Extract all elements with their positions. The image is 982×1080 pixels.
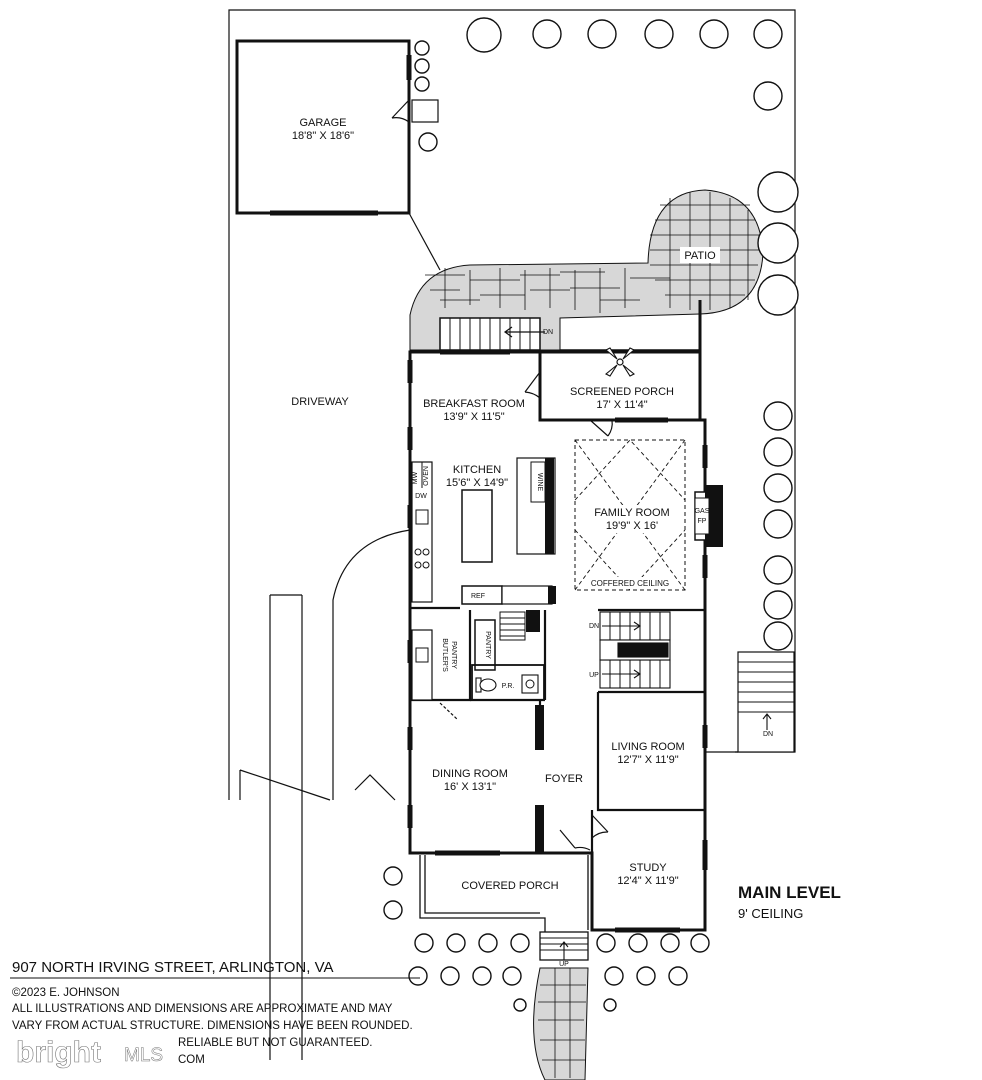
living-room-name: LIVING ROOM: [611, 741, 684, 753]
front-walkway: [533, 967, 589, 1080]
dining-room-dims: 16' X 13'1": [444, 781, 496, 793]
family-room-dims: 19'9" X 16': [606, 520, 658, 532]
cooktop-icon: [414, 548, 430, 569]
garage-side-door: [411, 99, 439, 123]
study-door: [591, 814, 609, 839]
wall-column-1: [535, 705, 544, 750]
garage-dims: 18'8" X 18'6": [292, 130, 354, 142]
butlers-pantry-line1: BUTLER'S: [441, 638, 448, 672]
basement-stairs-small: [499, 611, 526, 641]
living-room-dims: 12'7" X 11'9": [617, 754, 678, 766]
covered-porch-label: COVERED PORCH: [461, 880, 558, 892]
porch-to-family-door: [589, 419, 613, 437]
breakfast-room-name: BREAKFAST ROOM: [423, 398, 525, 410]
wine-label: WINE: [536, 473, 543, 492]
stairs-dn-label: DN: [589, 623, 599, 630]
patio-label: PATIO: [684, 250, 716, 262]
butlers-pantry-counter: [411, 629, 433, 701]
screened-porch-name: SCREENED PORCH: [570, 386, 674, 398]
side-step-arrow: [762, 713, 772, 730]
coffered-ceiling: [574, 439, 686, 591]
driveway-strips: [269, 594, 303, 1060]
walkway-pattern: [538, 968, 586, 1078]
screened-porch-dims: 17' X 11'4": [596, 399, 647, 411]
butlers-pantry-line2: PANTRY: [450, 641, 457, 669]
powder-room: [471, 664, 545, 701]
fireplace-opening: [694, 497, 710, 535]
trees: [383, 17, 799, 1012]
toilet-icon: [475, 677, 497, 693]
oven-label: OVEN: [423, 466, 430, 486]
stairs-up-arrow: [602, 669, 641, 679]
main-level-title: MAIN LEVEL: [738, 883, 841, 902]
driveway-curve: [332, 529, 411, 800]
study-name: STUDY: [629, 862, 667, 874]
stairs-dn-arrow: [602, 621, 641, 631]
garage-door-swing: [391, 99, 410, 123]
butlers-door: [439, 702, 459, 721]
butlers-sink: [415, 647, 429, 663]
mw-label: MW: [412, 471, 419, 484]
ceiling-fan-icon: [604, 347, 636, 377]
front-door: [559, 829, 591, 851]
rear-step-lines: [449, 318, 531, 350]
kitchen-island: [461, 489, 493, 563]
powder-sink: [521, 674, 539, 694]
rear-step-dn: DN: [543, 329, 553, 336]
property-address: 907 NORTH IRVING STREET, ARLINGTON, VA: [12, 959, 333, 976]
foyer-label: FOYER: [545, 773, 583, 785]
gas-fp-line1: GAS: [695, 508, 710, 515]
side-step-dn: DN: [763, 731, 773, 738]
powder-room-label: P.R.: [502, 683, 515, 690]
kitchen-dims: 15'6" X 14'9": [446, 477, 508, 489]
copyright: ©2023 E. JOHNSON: [12, 987, 120, 999]
kitchen-name: KITCHEN: [453, 464, 501, 476]
ceiling-height: 9' CEILING: [738, 906, 803, 921]
wall-column-2: [535, 805, 544, 853]
garage-link-line: [408, 212, 441, 271]
powder-sink-basin: [525, 679, 535, 689]
coffered-ceiling-label: COFFERED CEILING: [591, 579, 669, 588]
bright-wordmark: bright: [16, 1036, 101, 1069]
disclaimer-line1: ALL ILLUSTRATIONS AND DIMENSIONS ARE APP…: [12, 1003, 393, 1015]
covered-porch-walls: [419, 855, 546, 932]
gas-fp-line2: FP: [698, 518, 707, 525]
disclaimer-line3: RELIABLE BUT NOT GUARANTEED.: [178, 1037, 372, 1049]
wall-column-3: [526, 610, 540, 632]
stairs-up-label: UP: [589, 672, 599, 679]
family-label-bg: [592, 505, 672, 533]
kitchen-sink: [415, 509, 429, 525]
ref-label: REF: [471, 593, 485, 600]
bright-mls-watermark: bright MLS: [16, 1036, 164, 1070]
rear-step-arrow: [503, 326, 545, 338]
patio-stone: [409, 189, 764, 351]
pantry-label: PANTRY: [484, 631, 491, 659]
disclaimer-line2: VARY FROM ACTUAL STRUCTURE. DIMENSIONS H…: [12, 1020, 413, 1032]
patio-label-bg: [680, 247, 720, 263]
driveway-label: DRIVEWAY: [291, 396, 349, 408]
garage-name: GARAGE: [299, 117, 346, 129]
coffered-label-bg: [592, 577, 672, 589]
mls-wordmark: MLS: [124, 1045, 163, 1066]
disclaimer-line4: COM: [178, 1054, 205, 1066]
front-step-up: UP: [559, 961, 569, 968]
dining-room-name: DINING ROOM: [432, 768, 508, 780]
kitchen-wall-south: [501, 585, 553, 605]
kitchen-wall-south-dark: [548, 586, 556, 604]
screened-porch-door: [524, 371, 541, 399]
study-dims: 12'4" X 11'9": [617, 875, 678, 887]
side-step-treads: [738, 661, 794, 713]
front-step-arrow: [559, 941, 569, 960]
driveway-gate: [239, 769, 396, 801]
family-room-name: FAMILY ROOM: [594, 507, 669, 519]
breakfast-room-dims: 13'9" X 11'5": [443, 411, 504, 423]
dw-label: DW: [415, 493, 427, 500]
pantry-box: [474, 619, 496, 671]
west-windows: [407, 349, 708, 933]
kitchen-wall-dark: [545, 458, 554, 554]
